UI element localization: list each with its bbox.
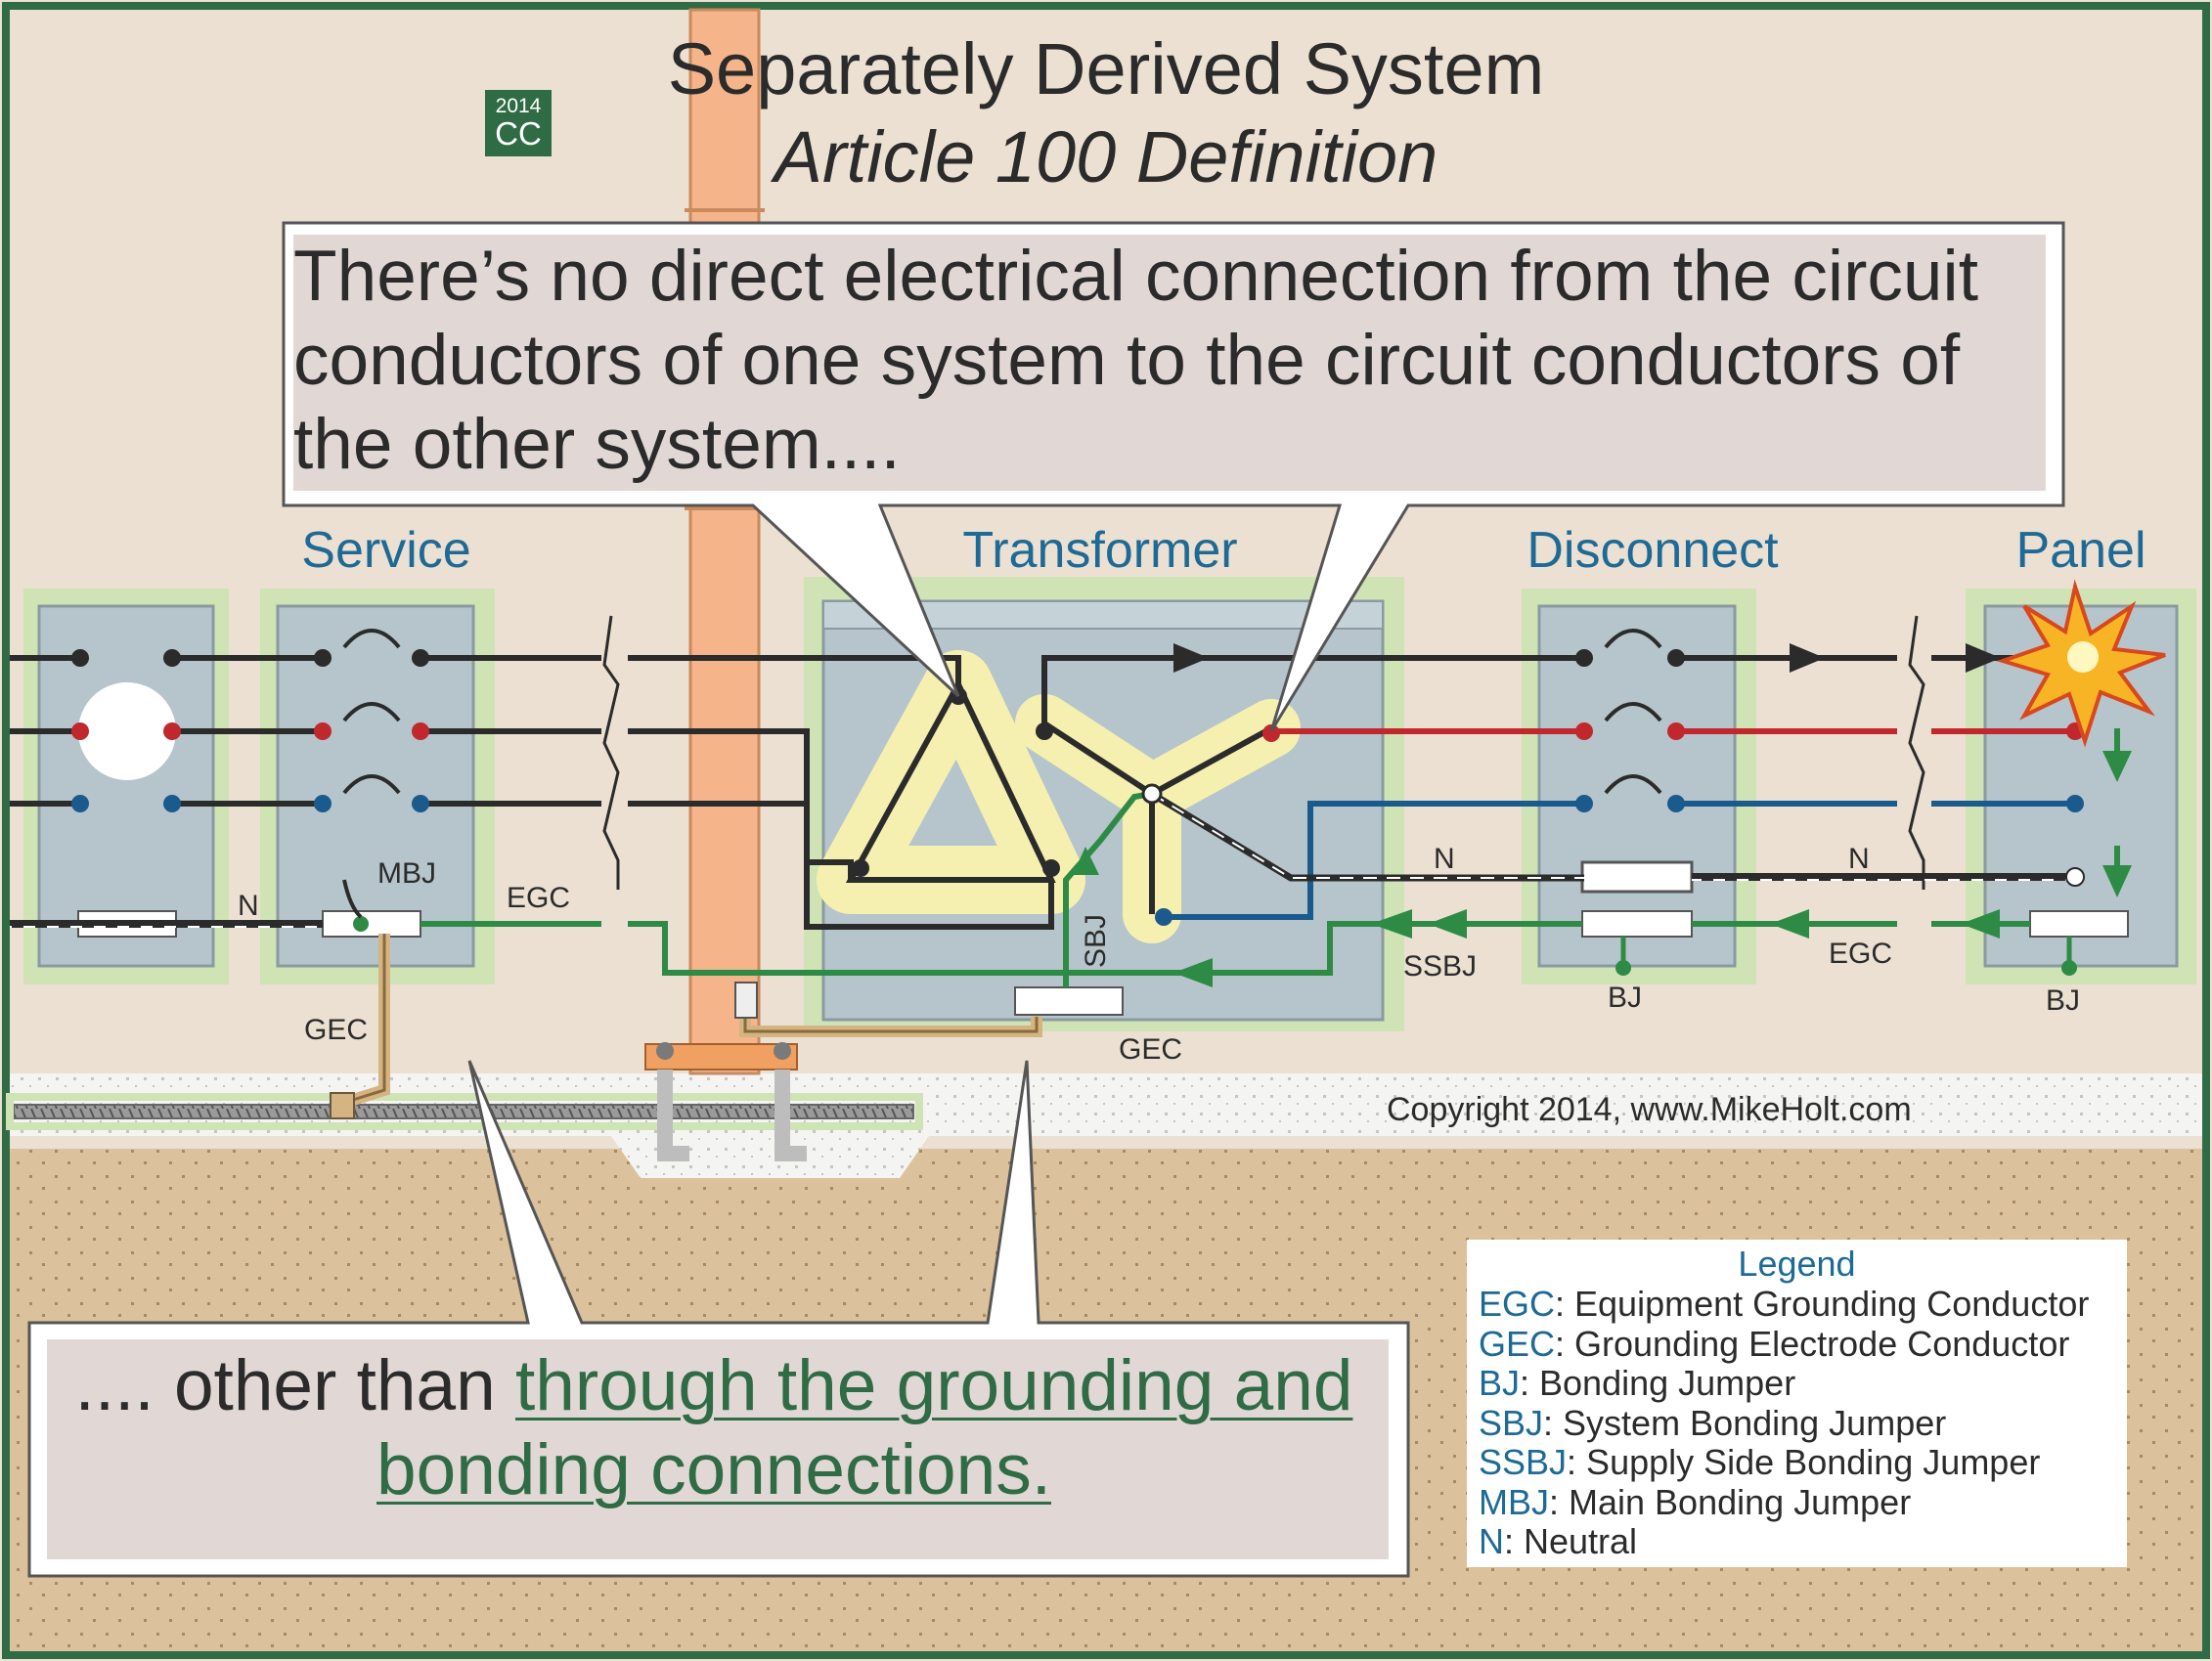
primary-conductors [10, 655, 1054, 930]
legend-item: EGC: Equipment Grounding Conductor [1479, 1284, 2127, 1325]
meter-face [78, 682, 176, 780]
page-title: Separately Derived System [667, 28, 1545, 109]
label-mbj: MBJ [377, 857, 436, 890]
ground-fault-arrows [1073, 751, 2132, 987]
label-bj-panel: BJ [2046, 984, 2080, 1017]
pole-ground-clamp [734, 982, 758, 1019]
legend-text: : System Bonding Jumper [1543, 1402, 1947, 1443]
meter-enclosure [23, 589, 229, 984]
legend-text: : Supply Side Bonding Jumper [1567, 1442, 2041, 1482]
section-title-disconnect: Disconnect [1526, 522, 1779, 579]
transformer-ground-bar [1014, 986, 1124, 1016]
label-egc-service: EGC [507, 882, 570, 914]
anchor-bolt [657, 1070, 689, 1161]
mbj-pointer [342, 879, 363, 919]
callout-bottom-text: .... other than through the grounding an… [49, 1344, 1379, 1559]
anchor-bolt [774, 1070, 807, 1161]
bolt-nut [656, 1042, 674, 1060]
page-subtitle: Article 100 Definition [774, 116, 1438, 197]
legend-item: SBJ: System Bonding Jumper [1479, 1402, 2127, 1444]
label-neutral-panel: N [1848, 843, 1870, 875]
wire-break-symbol [1908, 615, 1925, 890]
wire-break-symbol [602, 615, 620, 890]
legend-abbr: MBJ [1479, 1481, 1549, 1522]
legend-text: : Neutral [1504, 1521, 1638, 1561]
panel-neutral-wire [1692, 873, 2073, 881]
label-ssbj: SSBJ [1403, 950, 1477, 983]
badge-code: CC [495, 115, 542, 152]
label-gec-transformer: GEC [1119, 1033, 1182, 1066]
label-gec-service: GEC [304, 1014, 368, 1046]
disconnect-enclosure [1522, 589, 1756, 984]
label-bj-disconnect: BJ [1608, 982, 1642, 1014]
legend-abbr: EGC [1479, 1284, 1556, 1324]
fault-spark-core [2067, 641, 2099, 673]
bolt-nut [774, 1042, 791, 1060]
section-title-panel: Panel [2016, 522, 2146, 579]
label-egc-panel: EGC [1829, 938, 1892, 970]
callout-bottom-panel [47, 1339, 1389, 1559]
legend-text: : Main Bonding Jumper [1549, 1481, 1912, 1522]
section-title-service: Service [301, 522, 470, 579]
legend-abbr: SBJ [1479, 1402, 1544, 1443]
callout-top-panel [293, 235, 2046, 491]
legend-box: Legend EGC: Equipment Grounding Conducto… [1467, 1240, 2127, 1567]
service-neutral-bar [322, 910, 421, 938]
gec-clamp [330, 1092, 355, 1119]
callout-bottom-highlight: through the grounding and bonding connec… [376, 1346, 1353, 1509]
service-neutral-wire [10, 920, 323, 928]
secondary-neutral-dash [1151, 793, 1584, 879]
legend-item: BJ: Bonding Jumper [1479, 1363, 2127, 1404]
label-sbj: SBJ [1080, 914, 1112, 968]
legend-item: SSBJ: Supply Side Bonding Jumper [1479, 1442, 2127, 1483]
legend-text: : Bonding Jumper [1520, 1363, 1796, 1403]
disconnect-neutral-bar [1580, 860, 1694, 894]
legend-text: : Equipment Grounding Conductor [1555, 1284, 2090, 1324]
label-neutral-service: N [238, 890, 259, 922]
legend-text: : Grounding Electrode Conductor [1555, 1323, 2070, 1364]
legend-abbr: BJ [1479, 1363, 1521, 1403]
utility-pole [688, 8, 761, 1075]
legend-abbr: N [1479, 1521, 1504, 1561]
breaker-arcs [342, 629, 1662, 795]
secondary-conductors [1041, 655, 2075, 920]
legend-item: MBJ: Main Bonding Jumper [1479, 1481, 2127, 1523]
section-title-transformer: Transformer [962, 522, 1237, 579]
legend-title: Legend [1738, 1244, 1856, 1284]
legend-abbr: GEC [1479, 1323, 1556, 1364]
label-neutral-disconnect: N [1434, 843, 1455, 875]
current-arrows [1173, 643, 2001, 673]
legend-item: GEC: Grounding Electrode Conductor [1479, 1323, 2127, 1365]
delta-winding [845, 678, 1056, 883]
copyright-text: Copyright 2014, www.MikeHolt.com [1387, 1091, 1912, 1128]
legend-item: N: Neutral [1479, 1521, 2127, 1562]
rebar-glow [6, 1093, 923, 1130]
service-enclosure [260, 589, 495, 984]
panel-ground-bar [2029, 910, 2129, 938]
callout-top-text: There’s no direct electrical connection … [293, 237, 1979, 484]
disconnect-ground-bar [1581, 910, 1693, 938]
code-badge: 2014 CC [485, 90, 552, 156]
callout-bottom-prefix: .... other than [74, 1346, 515, 1425]
legend-abbr: SSBJ [1479, 1442, 1568, 1482]
badge-year: 2014 [495, 95, 542, 117]
